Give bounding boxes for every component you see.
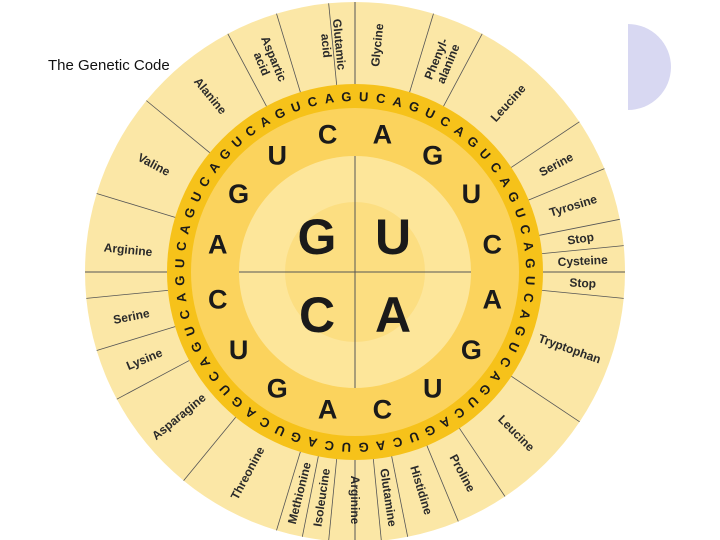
second-base-letter: U: [229, 335, 249, 365]
third-base-letter: U: [341, 440, 351, 455]
first-base-letter: U: [375, 209, 411, 265]
third-base-letter: U: [172, 258, 187, 268]
second-base-letter: G: [461, 335, 482, 365]
third-base-letter: C: [176, 308, 193, 321]
amino-acid-label: Arginine: [103, 240, 153, 259]
codon-group-divider: [301, 456, 319, 537]
third-base-letter: C: [391, 434, 404, 451]
third-base-letter: G: [523, 258, 538, 269]
codon-group-divider: [511, 375, 580, 423]
second-base-letter: A: [483, 284, 503, 314]
amino-acid-label: Stop: [566, 230, 594, 248]
third-base-letter: C: [173, 240, 189, 252]
third-base-letter: A: [374, 437, 386, 453]
third-base-letter: C: [375, 90, 387, 106]
third-base-letter: A: [517, 308, 534, 321]
second-base-letter: G: [228, 179, 249, 209]
amino-acid-text: Stop: [569, 275, 596, 290]
codon-group-divider: [116, 360, 190, 400]
codon-group-divider: [227, 33, 267, 107]
first-base-letter: A: [375, 287, 411, 343]
codon-group-divider: [539, 218, 620, 236]
third-base-letter: G: [289, 428, 304, 446]
third-base-letter: G: [341, 89, 352, 104]
codon-group-divider: [96, 193, 176, 218]
codon-group-divider: [372, 459, 382, 540]
third-base-letter: A: [173, 291, 189, 303]
codon-group-divider: [276, 13, 301, 93]
third-base-letter: A: [391, 93, 404, 110]
codon-group-divider: [542, 289, 624, 299]
second-base-letter: A: [318, 394, 338, 424]
third-base-letter: A: [305, 434, 318, 451]
amino-acid-text: Stop: [566, 230, 594, 248]
third-base-letter: G: [181, 206, 199, 221]
third-base-letter: A: [176, 222, 193, 235]
amino-acid-text: Arginine: [348, 476, 362, 525]
second-base-letter: C: [208, 284, 228, 314]
first-base-letter: G: [298, 209, 337, 265]
codon-group-divider: [276, 451, 301, 531]
codon-group-divider: [86, 289, 168, 299]
codon-group-divider: [511, 121, 580, 168]
amino-acid-text: acid: [318, 33, 334, 58]
amino-acid-text: Glycine: [368, 23, 386, 68]
third-base-letter: G: [358, 440, 369, 455]
second-base-letter: G: [422, 141, 443, 171]
codon-group-divider: [391, 456, 409, 537]
second-base-letter: U: [423, 373, 443, 403]
half-circle-shape: [628, 24, 671, 110]
second-base-letter: A: [373, 120, 393, 150]
amino-acid-label: Cysteine: [557, 253, 608, 269]
third-base-letter: A: [324, 90, 336, 106]
half-circle-fill: [628, 24, 671, 110]
amino-acid-text: Cysteine: [557, 253, 608, 269]
third-base-letter: C: [323, 437, 335, 453]
third-base-letter: G: [511, 324, 529, 339]
second-base-letter: C: [318, 120, 338, 150]
second-base-letter: U: [267, 141, 287, 171]
second-base-letter: C: [483, 230, 503, 260]
codon-group-divider: [328, 3, 338, 85]
codon-group-divider: [443, 33, 483, 107]
wheel-divider-lines: [85, 2, 625, 540]
codon-group-divider: [328, 459, 338, 540]
codon-group-divider: [409, 13, 434, 93]
codon-group-divider: [146, 100, 210, 153]
slide-title: The Genetic Code: [48, 57, 170, 74]
amino-acid-label: Arginine: [348, 476, 362, 525]
third-base-letter: U: [359, 89, 369, 104]
third-base-letter: C: [306, 93, 319, 110]
codon-group-divider: [183, 417, 236, 481]
codon-group-divider: [96, 326, 176, 351]
amino-acid-label: Glycine: [368, 23, 386, 68]
amino-acid-text: Glutamic: [330, 18, 349, 71]
amino-acid-label: Stop: [569, 275, 596, 290]
third-base-letter: U: [523, 276, 538, 286]
second-base-letter: G: [267, 373, 288, 403]
second-base-letter: A: [208, 230, 228, 260]
second-base-letter: U: [462, 179, 482, 209]
third-base-letter: G: [407, 98, 422, 116]
codon-group-divider: [426, 445, 459, 522]
third-base-letter: C: [517, 223, 534, 236]
third-base-letter: G: [172, 275, 187, 286]
third-base-letter: A: [520, 241, 536, 253]
amino-acid-text: Arginine: [103, 240, 153, 259]
codon-group-divider: [528, 168, 605, 201]
third-base-letter: C: [520, 292, 536, 304]
first-base-letter: C: [299, 287, 335, 343]
codon-group-divider: [542, 245, 624, 255]
codon-group-divider: [459, 428, 506, 497]
second-base-letter: C: [373, 394, 393, 424]
